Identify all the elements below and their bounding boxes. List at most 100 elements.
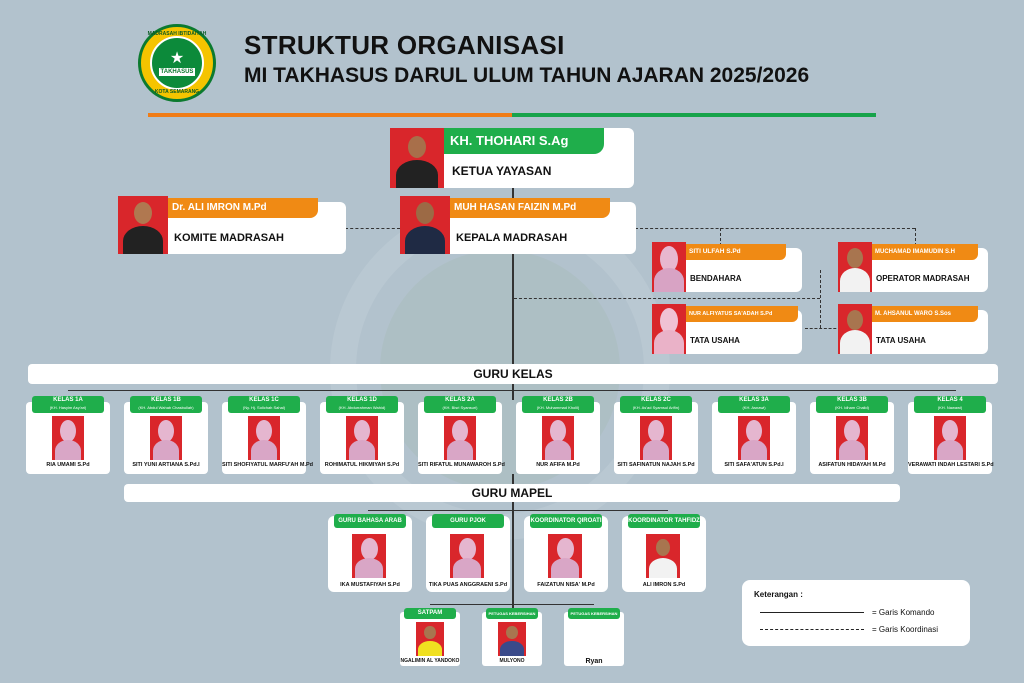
legend-solid-line [760, 612, 864, 613]
kelas-room-name: (KH. Abdurrahman Wahid) [338, 405, 386, 410]
legend-dashed-line [760, 629, 864, 630]
person-photo [738, 416, 770, 460]
bendahara-role: BENDAHARA [690, 274, 742, 283]
kelas-room-name: (Ny. Hj. Solichah Sahal) [242, 405, 286, 410]
kelas-label: KELAS 4 (KH. Nawawi) [914, 396, 986, 413]
kelas-label: KELAS 3A(KH. Asnawi) [718, 396, 790, 413]
guru-kelas-card: ASIFATUN HIDAYAH M.Pd [810, 402, 894, 474]
bendahara-name: SITI ULFAH S.Pd [686, 244, 786, 260]
person-photo [444, 416, 476, 460]
kelas-name: KELAS 2A [445, 397, 475, 403]
legend: Keterangan : = Garis Komando = Garis Koo… [742, 580, 970, 646]
coordination-line [915, 228, 916, 246]
kelas-room-name: (KH. Muhammad Kholil) [536, 405, 580, 410]
person-photo [498, 622, 526, 656]
guru-mapel-card: FAIZATUN NISA' M.Pd [524, 516, 608, 592]
guru-kelas-name: ASIFATUN HIDAYAH M.Pd [818, 462, 886, 468]
coordination-line [635, 228, 915, 229]
kelas-label: KELAS 2A(KH. Bisri Syansuri) [424, 396, 496, 413]
komite-role: KOMITE MADRASAH [174, 232, 284, 244]
person-photo [352, 534, 386, 578]
command-line [512, 502, 514, 612]
komite-card: Dr. ALI IMRON M.Pd KOMITE MADRASAH [118, 196, 346, 254]
staff-name: NGALIMIN AL YANDOKO [400, 658, 460, 664]
staff-role: PETUGAS KEBERSIHAN [568, 608, 620, 619]
kelas-label: KELAS 1A (KH. Hasyim Asy'ari) [32, 396, 104, 413]
person-photo [450, 534, 484, 578]
guru-kelas-name: SITI YUNI ARTIANA S.Pd.I [132, 462, 200, 468]
operator-card: MUCHAMAD IMAMUDIN S.H OPERATOR MADRASAH [838, 242, 988, 292]
logo-center-text: TAKHASUS [158, 67, 196, 76]
star-icon: ★ [169, 49, 185, 67]
kelas-room-name: (KH. Nawawi) [937, 405, 963, 410]
guru-kelas-name: VERAWATI INDAH LESTARI S.Pd [908, 462, 994, 468]
person-photo [548, 534, 582, 578]
person-photo [248, 416, 280, 460]
kelas-name: KELAS 3A [739, 397, 769, 403]
guru-mapel-role: GURU BAHASA ARAB [334, 514, 406, 528]
kelas-room-name: (KH. Hasyim Asy'ari) [49, 405, 87, 410]
kelas-name: KELAS 2B [543, 397, 573, 403]
operator-photo [838, 242, 872, 292]
title-underline-orange [148, 113, 512, 117]
kelas-name: KELAS 3B [837, 397, 867, 403]
kelas-label: KELAS 3B (KH. Idham Chalid) [816, 396, 888, 413]
command-line [68, 390, 956, 391]
guru-kelas-name: NUR AFIFA M.Pd [536, 462, 580, 468]
command-line [512, 188, 514, 202]
guru-mapel-role: KOORDINATOR TAHFIDZ [628, 514, 700, 528]
ketua-name: KH. THOHARI S.Ag [444, 128, 604, 154]
guru-kelas-card: NUR AFIFA M.Pd [516, 402, 600, 474]
kelas-name: KELAS 1A [53, 397, 83, 403]
person-photo [52, 416, 84, 460]
kelas-name: KELAS 1C [249, 397, 279, 403]
kelas-name: KELAS 1B [151, 397, 181, 403]
person-photo [542, 416, 574, 460]
komite-photo [118, 196, 168, 254]
guru-mapel-card: ALI IMRON S.Pd [622, 516, 706, 592]
kelas-room-name: (KH. Abdul Wahab Chasbullah) [138, 405, 194, 410]
coordination-line [805, 328, 841, 329]
command-line [512, 474, 514, 484]
coordination-line [720, 228, 721, 246]
kelas-room-name: (KH. Idham Chalid) [834, 405, 869, 410]
bendahara-photo [652, 242, 686, 292]
guru-mapel-card: IKA MUSTAFIYAH S.Pd [328, 516, 412, 592]
kelas-name: KELAS 2C [641, 397, 671, 403]
operator-role: OPERATOR MADRASAH [876, 274, 970, 283]
legend-komando: = Garis Komando [872, 608, 935, 617]
guru-mapel-card: TIKA PUAS ANGGRAENI S.Pd [426, 516, 510, 592]
staff-role: SATPAM [404, 608, 456, 619]
ketua-card: KH. THOHARI S.Ag KETUA YAYASAN [390, 128, 634, 188]
guru-kelas-heading: GURU KELAS [28, 364, 998, 384]
guru-kelas-name: SITI RIFATUL MUNAWAROH S.Pd [418, 462, 505, 468]
tata-usaha-2-name: M. AHSANUL WARO S.Sos [872, 306, 978, 322]
tata-usaha-2-role: TATA USAHA [876, 336, 926, 345]
command-line [430, 604, 594, 605]
guru-kelas-card: RIA UMAMI S.Pd [26, 402, 110, 474]
guru-mapel-name: ALI IMRON S.Pd [642, 582, 686, 588]
coordination-line [820, 270, 821, 328]
staff-card: NGALIMIN AL YANDOKO [400, 612, 460, 666]
kelas-label: KELAS 1D (KH. Abdurrahman Wahid) [326, 396, 398, 413]
guru-kelas-name: SITI SHOFIYATUL MARFU'AH M.Pd [222, 462, 314, 468]
kelas-room-name: (KH. As'ad Syamsul Arifin) [632, 405, 680, 410]
guru-mapel-name: TIKA PUAS ANGGRAENI S.Pd [428, 582, 508, 588]
guru-kelas-card: ROHIMATUL HIKMIYAH S.Pd [320, 402, 404, 474]
staff-card: MULYONO [482, 612, 542, 666]
person-photo [934, 416, 966, 460]
command-line [368, 510, 668, 511]
person-photo [836, 416, 868, 460]
page-subtitle: MI TAKHASUS DARUL ULUM TAHUN AJARAN 2025… [244, 64, 810, 87]
kelas-name: KELAS 4 [937, 397, 963, 403]
komite-name: Dr. ALI IMRON M.Pd [168, 198, 318, 218]
kelas-label: KELAS 1B (KH. Abdul Wahab Chasbullah) [130, 396, 202, 413]
title-underline-green [512, 113, 876, 117]
guru-kelas-card: SITI SHOFIYATUL MARFU'AH M.Pd [222, 402, 314, 474]
kelas-name: KELAS 1D [347, 397, 377, 403]
coordination-line [345, 228, 400, 229]
guru-mapel-name: IKA MUSTAFIYAH S.Pd [340, 582, 400, 588]
staff-name: MULYONO [499, 658, 525, 664]
staff-card: Ryan [564, 612, 624, 666]
staff-role: PETUGAS KEBERSIHAN [486, 608, 538, 619]
